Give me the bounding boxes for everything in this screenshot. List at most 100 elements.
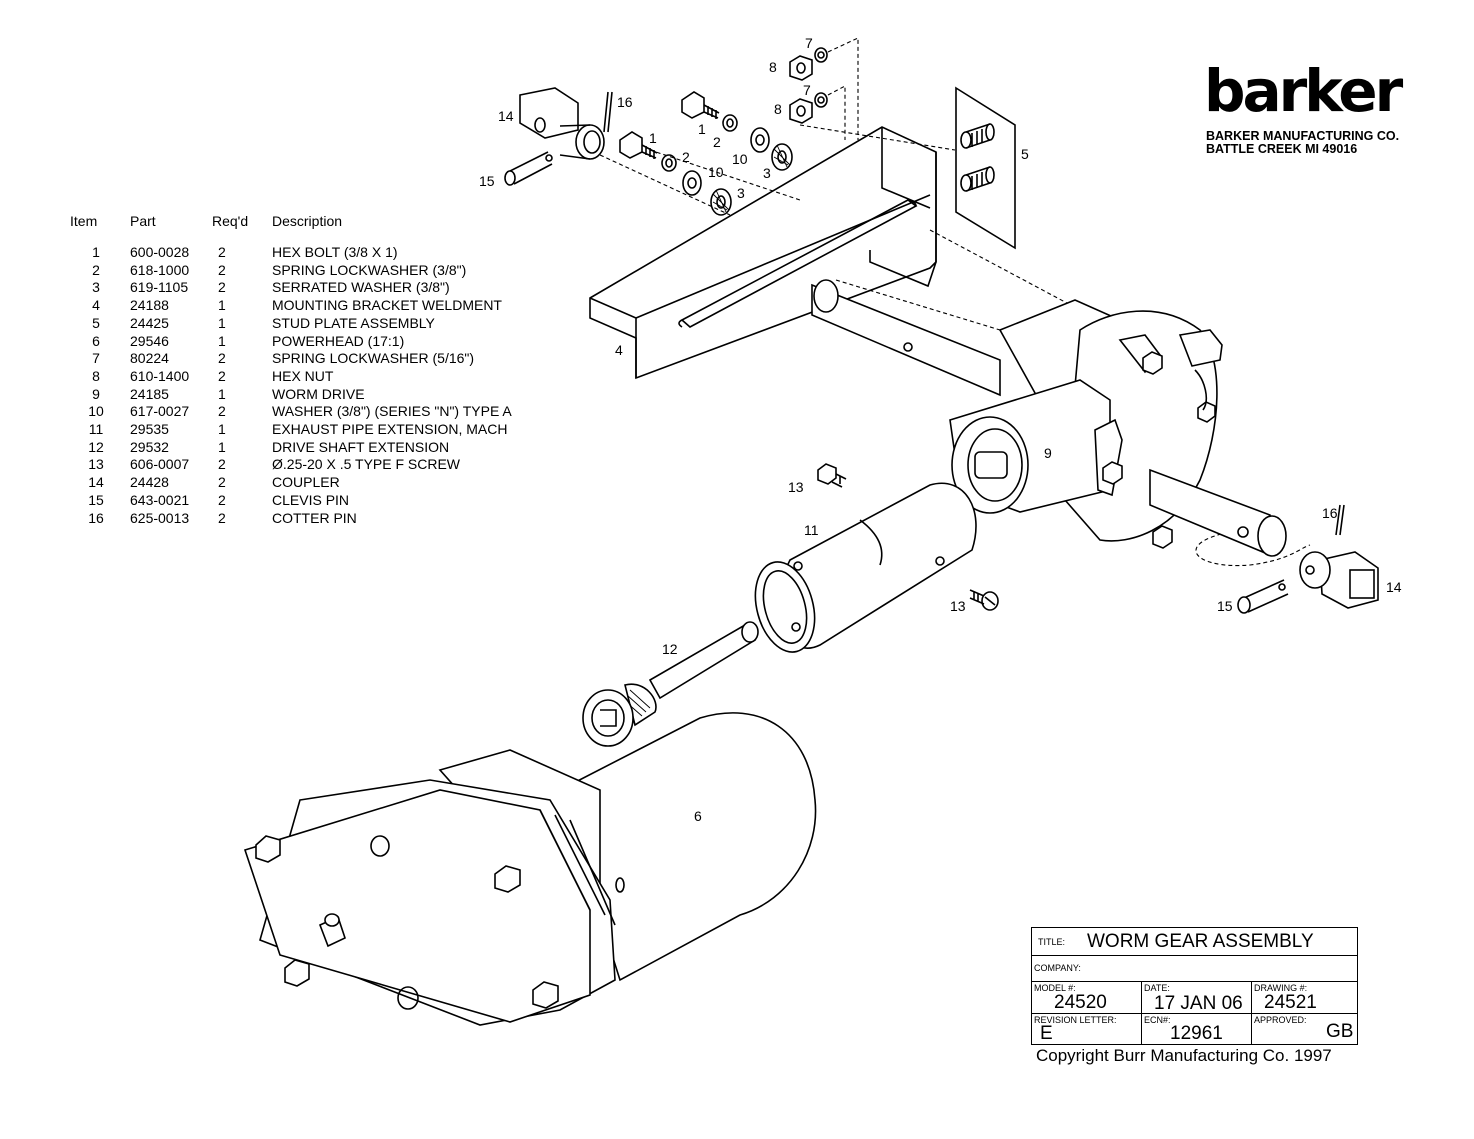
worm-drive — [811, 279, 1287, 557]
callout-8: 8 — [769, 59, 777, 75]
callout-7: 7 — [803, 82, 811, 98]
cell-description: SPRING LOCKWASHER (3/8") — [272, 261, 467, 278]
cell-item: 10 — [88, 403, 104, 420]
table-header-row: Item Part Req'd Description — [70, 212, 512, 244]
cell-reqd: 1 — [218, 332, 226, 349]
copyright-notice: Copyright Burr Manufacturing Co. 1997 — [1036, 1046, 1332, 1065]
cell-reqd: 1 — [218, 297, 226, 314]
cell-item: 1 — [92, 244, 100, 260]
cell-item: 6 — [92, 332, 100, 349]
revision-letter: E — [1040, 1023, 1053, 1044]
powerhead — [243, 712, 817, 1026]
cell-reqd: 2 — [218, 244, 226, 260]
callout-3: 3 — [737, 185, 745, 201]
callout-9: 9 — [1044, 445, 1052, 461]
table-row: 14 24428 2 COUPLER — [70, 474, 512, 492]
cell-part: 625-0013 — [130, 509, 190, 526]
model-label: MODEL #: — [1034, 983, 1076, 993]
callout-2: 2 — [682, 149, 690, 165]
cell-item: 13 — [88, 456, 104, 473]
cell-description: HEX NUT — [272, 367, 334, 384]
cell-description: COTTER PIN — [272, 509, 357, 526]
cell-part: 29535 — [130, 421, 169, 438]
cell-description: SPRING LOCKWASHER (5/16") — [272, 350, 475, 367]
cell-reqd: 2 — [218, 261, 226, 278]
drawing-number-label: DRAWING #: — [1254, 983, 1308, 993]
company-name: BARKER MANUFACTURING CO. — [1206, 129, 1400, 143]
cell-description: WASHER (3/8") (SERIES "N") TYPE A — [272, 403, 512, 420]
callout-8: 8 — [774, 101, 782, 117]
cell-part: 606-0007 — [130, 456, 190, 473]
cell-reqd: 2 — [218, 350, 226, 367]
cell-description: POWERHEAD (17:1) — [272, 332, 405, 349]
callout-labels: 1 2 10 3 1 2 10 3 8 7 8 7 5 4 14 15 16 9… — [479, 35, 1402, 824]
screws — [817, 463, 999, 611]
callout-11: 11 — [804, 522, 819, 538]
callout-12: 12 — [662, 641, 678, 657]
cell-reqd: 1 — [218, 421, 226, 438]
cell-description: HEX BOLT (3/8 X 1) — [272, 244, 398, 260]
cell-part: 600-0028 — [130, 244, 190, 260]
callout-14: 14 — [498, 108, 514, 124]
cell-item: 12 — [88, 438, 104, 455]
callout-16: 16 — [617, 94, 633, 110]
hardware-right — [1237, 504, 1379, 614]
cell-item: 2 — [92, 261, 100, 278]
callout-10: 10 — [732, 151, 748, 167]
cell-reqd: 2 — [218, 474, 226, 491]
revision-cell: REVISION LETTER: E — [1032, 1014, 1142, 1044]
drawing-number: 24521 — [1264, 992, 1317, 1013]
callout-2: 2 — [713, 134, 721, 150]
title-label: TITLE: — [1038, 937, 1066, 947]
barker-logo: barker — [1204, 57, 1403, 125]
cell-part: 610-1400 — [130, 367, 190, 384]
alignment-lines — [599, 37, 1311, 567]
cell-item: 7 — [92, 350, 100, 367]
header-description: Description — [272, 213, 343, 229]
approved-by: GB — [1326, 1021, 1354, 1042]
header-item: Item — [70, 213, 98, 229]
cell-description: MOUNTING BRACKET WELDMENT — [272, 297, 502, 314]
cell-item: 4 — [92, 297, 100, 314]
cell-description: SERRATED WASHER (3/8") — [272, 279, 450, 296]
callout-6: 6 — [694, 808, 702, 824]
exhaust-pipe-extension — [754, 482, 977, 653]
cell-part: 617-0027 — [130, 403, 190, 420]
cell-description: COUPLER — [272, 474, 340, 491]
cell-description: DRIVE SHAFT EXTENSION — [272, 438, 450, 455]
date-cell: DATE: 17 JAN 06 — [1142, 982, 1252, 1014]
mounting-bracket — [589, 126, 937, 380]
cell-part: 80224 — [130, 350, 169, 367]
callout-13: 13 — [950, 598, 966, 614]
revision-row: REVISION LETTER: E ECN#: 12961 APPROVED:… — [1032, 1014, 1357, 1044]
revision-label: REVISION LETTER: — [1034, 1015, 1117, 1025]
callout-13: 13 — [788, 479, 804, 495]
cell-reqd: 2 — [218, 509, 226, 526]
approved-cell: APPROVED: GB — [1252, 1014, 1357, 1044]
header-reqd: Req'd — [212, 213, 249, 229]
hardware-top — [504, 47, 828, 216]
cell-part: 24428 — [130, 474, 169, 491]
cell-part: 29532 — [130, 438, 169, 455]
callout-3: 3 — [763, 165, 771, 181]
callout-14: 14 — [1386, 579, 1402, 595]
cell-description: CLEVIS PIN — [272, 491, 350, 508]
ecn-number: 12961 — [1170, 1023, 1223, 1044]
cell-item: 3 — [92, 279, 100, 296]
ecn-label: ECN#: — [1144, 1015, 1171, 1025]
drawing-title: WORM GEAR ASSEMBLY — [1087, 931, 1314, 952]
cell-reqd: 2 — [218, 491, 226, 508]
drawing-number-cell: DRAWING #: 24521 — [1252, 982, 1357, 1013]
cell-part: 29546 — [130, 332, 169, 349]
cell-item: 14 — [88, 474, 104, 491]
